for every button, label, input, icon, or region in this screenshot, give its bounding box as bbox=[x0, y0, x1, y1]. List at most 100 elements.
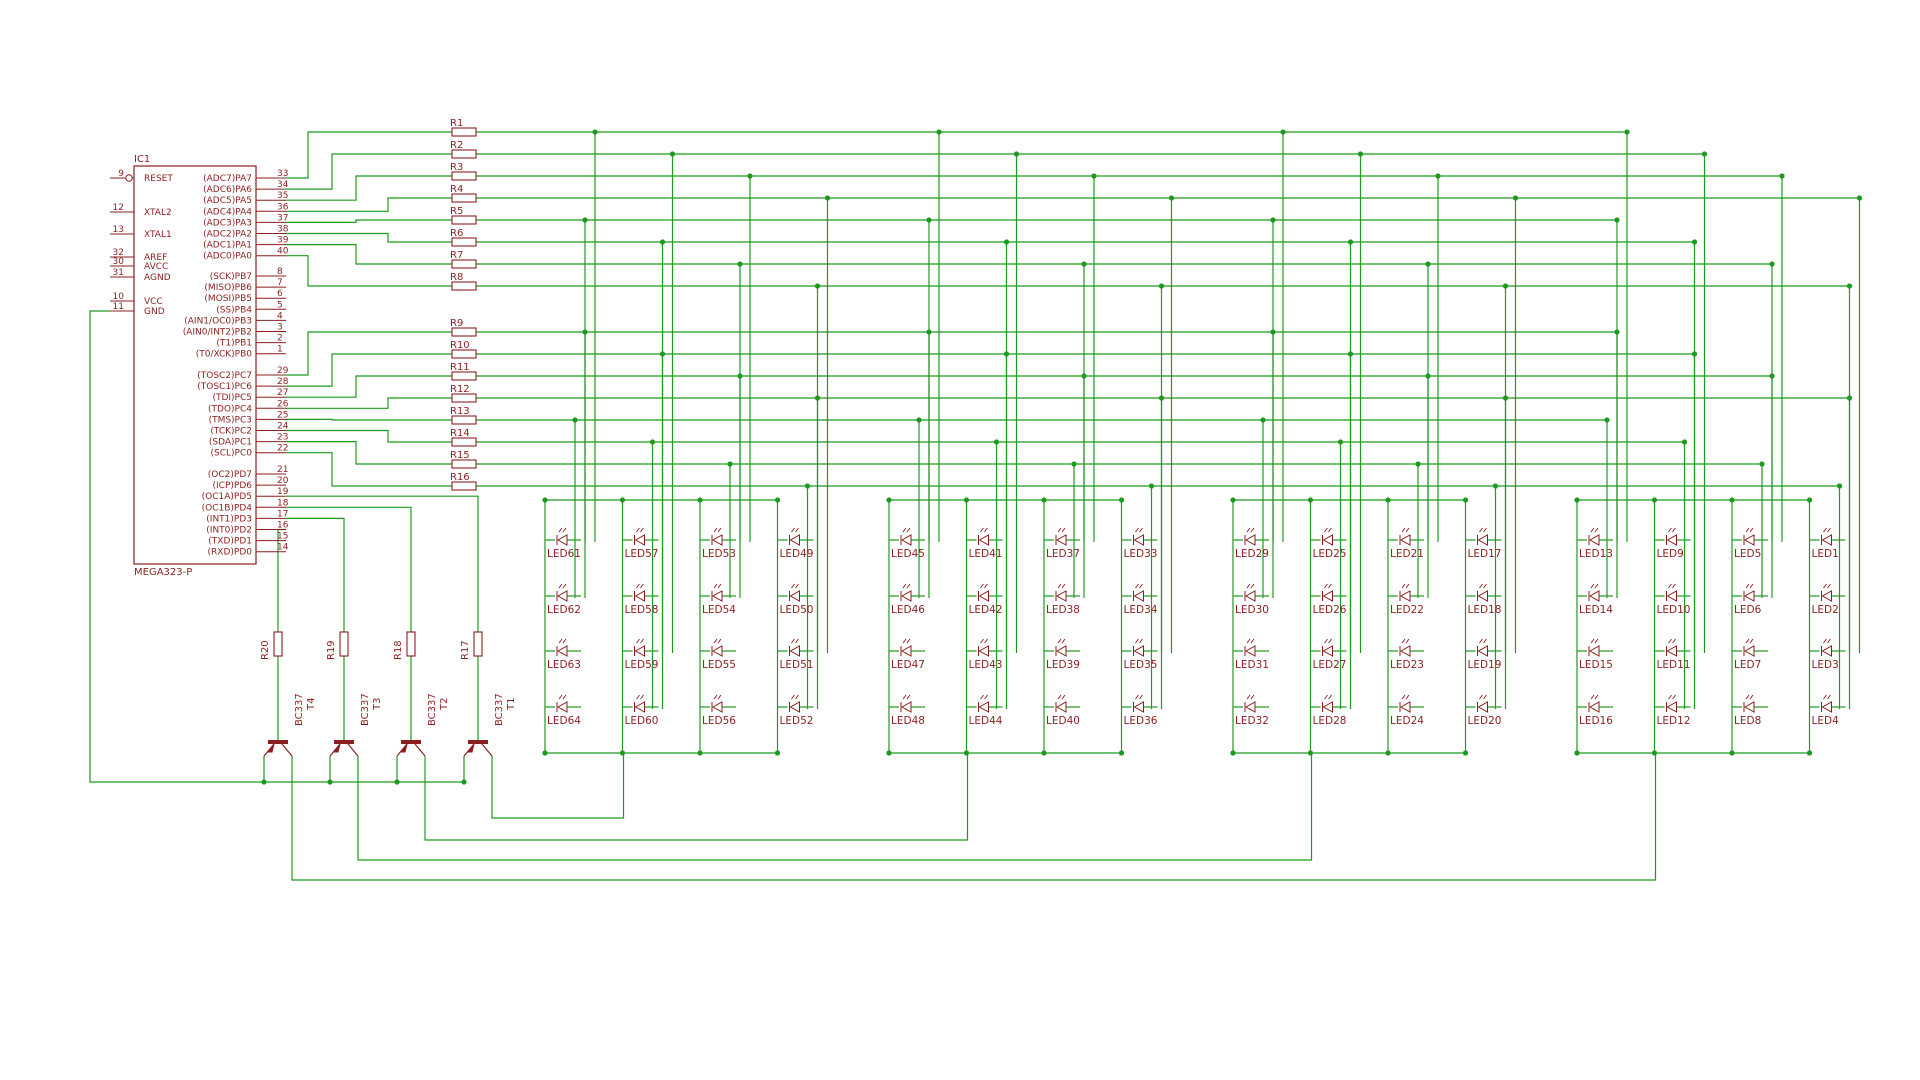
led-emission-arrow bbox=[1057, 694, 1062, 700]
led-emission-arrow bbox=[1401, 694, 1406, 700]
led-emission-arrow bbox=[1745, 694, 1750, 700]
ic-pin-name: (ADC3)PA3 bbox=[203, 218, 252, 228]
ic-pin-number: 5 bbox=[277, 300, 283, 310]
ic-pin-name: (SS)PB4 bbox=[216, 305, 252, 315]
led-emission-arrow bbox=[1823, 583, 1827, 589]
row-resistor-11 bbox=[451, 371, 477, 381]
ic-pin-name: (MISO)PB6 bbox=[204, 283, 252, 293]
ic-pin-name: GND bbox=[144, 307, 165, 317]
led-emission-arrow bbox=[1590, 638, 1595, 644]
led-label: LED34 bbox=[1124, 604, 1158, 616]
led-emission-arrow bbox=[1590, 527, 1595, 533]
row-resistor-8 bbox=[451, 281, 477, 291]
led-emission-arrow bbox=[1324, 694, 1328, 700]
ic-pin-name: (ADC7)PA7 bbox=[203, 174, 252, 184]
led-39 bbox=[1055, 645, 1067, 657]
row-resistor-label: R9 bbox=[450, 318, 463, 329]
ic-pin-number: 23 bbox=[277, 433, 288, 443]
led-emission-arrow bbox=[980, 583, 984, 589]
ic-pin-name: (ADC4)PA4 bbox=[203, 207, 252, 217]
led-label: LED43 bbox=[969, 659, 1003, 671]
led-emission-arrow bbox=[1135, 527, 1139, 533]
led-label: LED44 bbox=[969, 715, 1003, 727]
led-emission-arrow bbox=[1745, 527, 1750, 533]
led-emission-arrow bbox=[1749, 694, 1754, 700]
led-emission-arrow bbox=[906, 583, 911, 589]
led-label: LED62 bbox=[547, 604, 581, 616]
led-emission-arrow bbox=[1328, 694, 1332, 700]
led-emission-arrow bbox=[558, 527, 563, 533]
led-emission-arrow bbox=[713, 527, 718, 533]
led-emission-arrow bbox=[562, 583, 567, 589]
led-emission-arrow bbox=[791, 583, 795, 589]
ic-pin-number: 6 bbox=[277, 289, 283, 299]
led-27 bbox=[1322, 645, 1333, 657]
led-36 bbox=[1133, 701, 1144, 713]
led-emission-arrow bbox=[1324, 527, 1328, 533]
led-emission-arrow bbox=[1749, 583, 1754, 589]
led-emission-arrow bbox=[1483, 694, 1487, 700]
led-10 bbox=[1666, 590, 1677, 602]
row-resistor-label: R5 bbox=[450, 206, 463, 217]
transistor-collector bbox=[281, 743, 293, 757]
ic-pin-name: (TXD)PD1 bbox=[208, 537, 252, 547]
led-label: LED54 bbox=[702, 604, 736, 616]
base-wire bbox=[286, 495, 479, 632]
row-resistor-15 bbox=[451, 459, 477, 469]
junction-dot bbox=[1118, 497, 1125, 503]
led-emission-arrow bbox=[1139, 527, 1143, 533]
ic-pin-name: AREF bbox=[144, 253, 167, 263]
junction-dot bbox=[1729, 497, 1735, 503]
led-emission-arrow bbox=[1479, 527, 1483, 533]
led-30 bbox=[1244, 590, 1256, 602]
ic-pin-number: 40 bbox=[277, 247, 289, 257]
row-resistor-label: R15 bbox=[450, 450, 470, 461]
led-emission-arrow bbox=[1479, 638, 1483, 644]
junction-dot bbox=[697, 497, 703, 503]
led-emission-arrow bbox=[1057, 527, 1062, 533]
led-34 bbox=[1133, 590, 1144, 602]
led-label: LED28 bbox=[1313, 715, 1347, 727]
led-label: LED1 bbox=[1812, 548, 1839, 560]
junction-dot bbox=[1574, 750, 1580, 756]
led-48 bbox=[900, 701, 912, 713]
led-emission-arrow bbox=[906, 694, 911, 700]
led-label: LED23 bbox=[1390, 659, 1424, 671]
led-emission-arrow bbox=[713, 583, 718, 589]
led-emission-arrow bbox=[1672, 527, 1676, 533]
led-emission-arrow bbox=[1823, 638, 1827, 644]
row-wire bbox=[286, 429, 452, 443]
junction-dot bbox=[619, 750, 626, 756]
led-emission-arrow bbox=[713, 638, 718, 644]
led-60 bbox=[634, 701, 645, 713]
led-emission-arrow bbox=[558, 583, 563, 589]
junction-dot bbox=[542, 750, 548, 756]
led-label: LED9 bbox=[1657, 548, 1684, 560]
ic-pin-number: 28 bbox=[277, 377, 289, 387]
led-label: LED8 bbox=[1734, 715, 1761, 727]
row-resistor-label: R3 bbox=[450, 162, 463, 173]
led-label: LED29 bbox=[1235, 548, 1269, 560]
led-label: LED46 bbox=[891, 604, 925, 616]
ic-pin-number: 37 bbox=[277, 213, 288, 223]
row-resistor-label: R16 bbox=[450, 472, 470, 483]
led-emission-arrow bbox=[902, 694, 907, 700]
ic-pin-name: (TOSC1)PC6 bbox=[197, 382, 252, 392]
ic-pin-number: 32 bbox=[113, 248, 124, 258]
led-emission-arrow bbox=[640, 694, 644, 700]
row-resistor-12 bbox=[451, 393, 477, 403]
led-emission-arrow bbox=[980, 527, 984, 533]
led-58 bbox=[634, 590, 645, 602]
led-17 bbox=[1477, 534, 1488, 546]
junction-dot bbox=[1385, 497, 1391, 503]
led-emission-arrow bbox=[795, 583, 799, 589]
led-9 bbox=[1666, 534, 1677, 546]
led-emission-arrow bbox=[1668, 638, 1672, 644]
ic-pin-name: (OC2)PD7 bbox=[208, 470, 252, 480]
base-wire bbox=[286, 517, 345, 632]
led-label: LED26 bbox=[1313, 604, 1347, 616]
ic-pin-number: 14 bbox=[277, 543, 289, 553]
led-label: LED14 bbox=[1579, 604, 1613, 616]
led-16 bbox=[1588, 701, 1600, 713]
led-emission-arrow bbox=[717, 694, 722, 700]
